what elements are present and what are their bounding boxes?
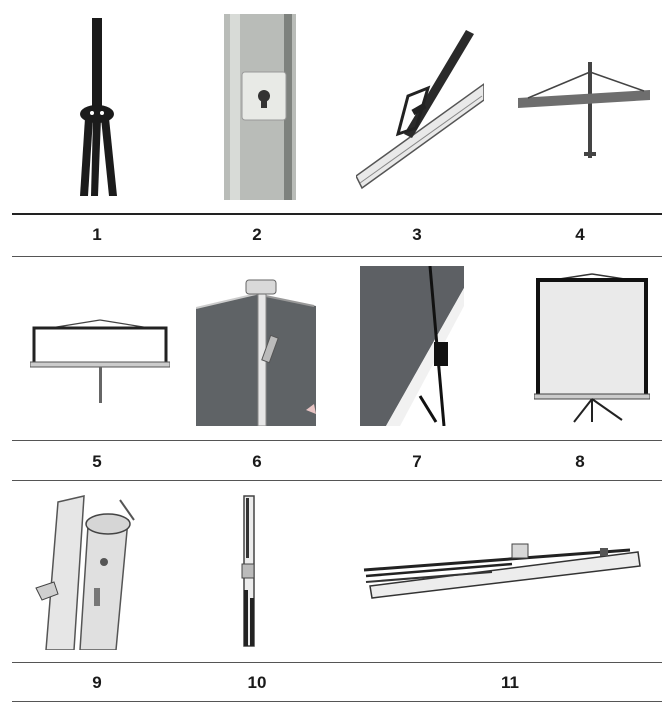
figure-7 [360, 266, 464, 426]
row-divider-3 [12, 480, 662, 481]
row-divider-2 [12, 440, 662, 441]
figure-label-4: 4 [575, 225, 585, 244]
figure-label-9: 9 [92, 673, 102, 692]
hanging-arm-clip-icon [356, 30, 484, 190]
figure-label-6: 6 [252, 452, 262, 471]
figure-4 [518, 58, 650, 162]
row-divider-4 [12, 662, 662, 663]
figure-label-7: 7 [412, 452, 422, 471]
figure-6 [196, 270, 316, 426]
figure-10 [232, 494, 266, 650]
tripod-legs-icon [80, 18, 117, 196]
figure-label-11: 11 [501, 673, 519, 692]
figure-label-1: 1 [92, 225, 102, 244]
figure-label-3: 3 [412, 225, 422, 244]
crossbar-on-pole-icon [518, 62, 650, 158]
screen-case-on-pole-icon [30, 319, 170, 403]
figure-label-5: 5 [92, 452, 102, 471]
figure-8 [534, 272, 650, 424]
screen-case-folded-icon [363, 543, 641, 599]
row-divider-bottom [12, 701, 662, 702]
figure-5 [30, 316, 170, 406]
pole-clamp-lever-icon [196, 279, 316, 426]
row-divider-top [12, 213, 662, 215]
figure-9 [24, 492, 154, 650]
screen-hook-clip-icon [360, 266, 464, 426]
tripod-screen-assembled-icon [534, 273, 650, 423]
figure-1 [62, 14, 132, 200]
tripod-head-closeup-icon [35, 495, 135, 650]
figure-3 [356, 26, 484, 194]
wall-hook-bracket-icon [224, 14, 296, 200]
figure-label-2: 2 [252, 225, 262, 244]
folded-tripod-icon [241, 495, 255, 647]
figure-label-10: 10 [247, 673, 267, 692]
row-divider-1 [12, 256, 662, 257]
figure-11 [362, 538, 642, 600]
figure-2 [224, 14, 296, 200]
figure-label-8: 8 [575, 452, 585, 471]
